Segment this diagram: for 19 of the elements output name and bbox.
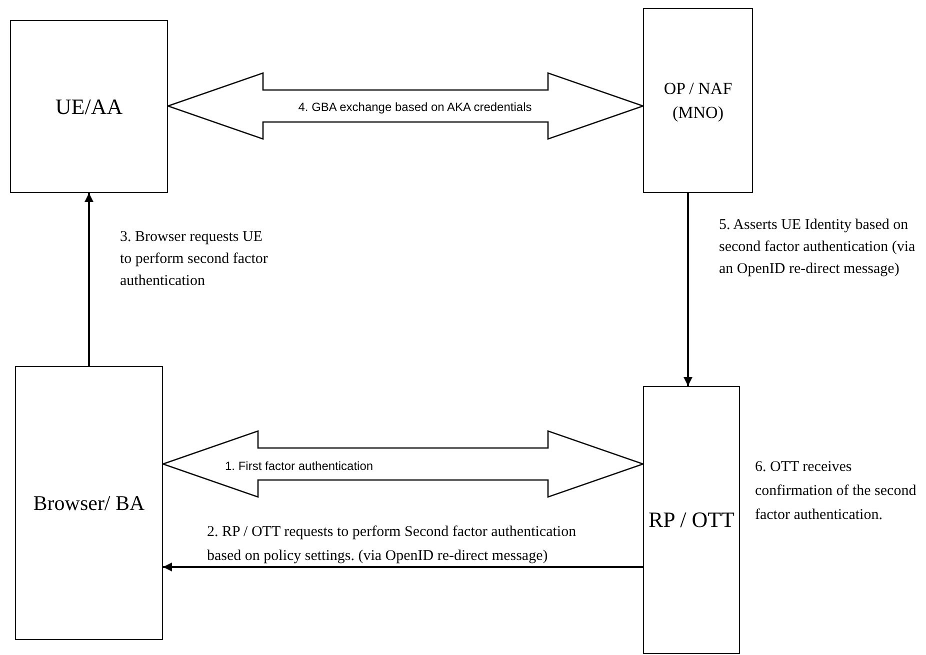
entity-label: OP / NAF (MNO): [662, 78, 734, 124]
entity-label: UE/AA: [55, 93, 123, 121]
edge-label: 1. First factor authentication: [225, 458, 374, 475]
arrow: [84, 193, 94, 366]
entity-box: [643, 8, 753, 193]
entity-label: RP / OTT: [648, 507, 734, 533]
edge-label: 4. GBA exchange based on AKA credentials: [297, 99, 533, 116]
note-text: 6. OTT receives confirmation of the second factor authentication.: [755, 458, 918, 525]
entity-box: [643, 386, 740, 654]
edge-label: 2. RP / OTT requests to perform Second factor authentication based on policy settings. (via OpenID re-direct message): [207, 523, 577, 566]
block-arrow: [166, 72, 645, 140]
edge-label: 3. Browser requests UE to perform second factor authentication: [120, 228, 269, 291]
arrow: [684, 193, 692, 386]
entity-label: Browser/ BA: [33, 490, 145, 517]
entity-box: [15, 366, 163, 640]
block-arrow: [161, 430, 645, 498]
edge-label: 5. Asserts UE Identity based on second factor authentication (via an OpenID re-direct message): [719, 216, 916, 279]
arrow: [163, 562, 643, 572]
entity-box: [10, 20, 168, 193]
